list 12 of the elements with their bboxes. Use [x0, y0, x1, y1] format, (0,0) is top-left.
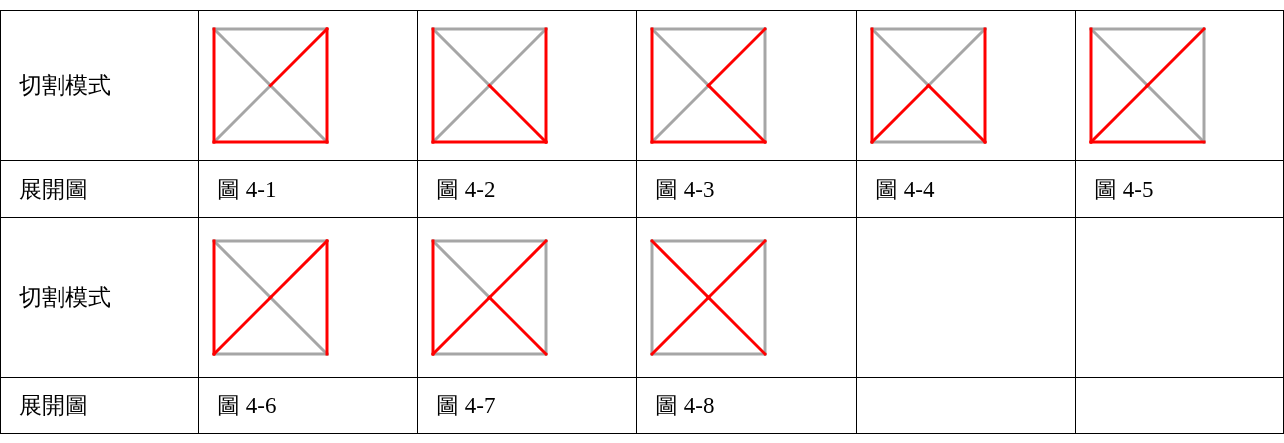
row-header: 展開圖: [19, 176, 88, 202]
figure-caption: 圖 4-7: [436, 393, 496, 418]
figure-caption: 圖 4-2: [436, 176, 496, 202]
figure-caption: 圖 4-4: [875, 176, 935, 202]
row-header: 切割模式: [19, 285, 111, 310]
row-header: 切割模式: [19, 73, 111, 98]
row-header: 展開圖: [19, 393, 88, 418]
figure-caption: 圖 4-8: [655, 393, 715, 418]
figure-caption: 圖 4-3: [655, 176, 715, 202]
figure-caption: 圖 4-1: [217, 176, 277, 202]
figure-caption: 圖 4-6: [217, 393, 277, 418]
figure-caption: 圖 4-5: [1094, 176, 1154, 202]
